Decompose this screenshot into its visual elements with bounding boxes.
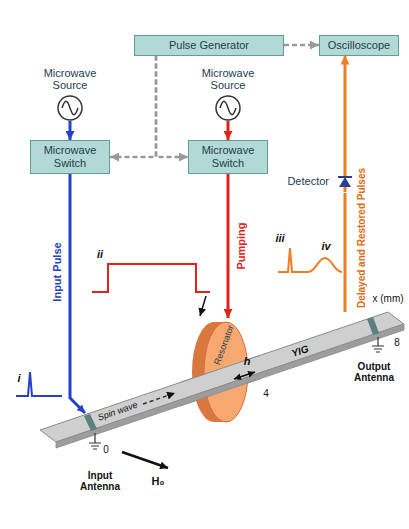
field-arrow	[122, 452, 168, 468]
microwave-line	[69, 121, 72, 140]
node-label: Microwave Switch	[197, 144, 259, 169]
resonator-drawing	[180, 318, 260, 428]
axis-tick: 8	[394, 337, 400, 348]
signal-label: Delayed and Restored Pulses	[356, 168, 367, 308]
output-line	[344, 193, 347, 312]
antenna-label: Input Antenna	[74, 470, 126, 492]
detector-diode: Detector	[335, 172, 355, 192]
axis-tick: 0	[103, 444, 109, 455]
oscilloscope-box: Oscilloscope	[319, 35, 399, 56]
pulse-generator-box: Pulse Generator	[134, 35, 284, 56]
output-pulse-trace	[278, 248, 342, 272]
trigger-arrow	[156, 56, 188, 158]
node-label: Pulse Generator	[169, 39, 249, 52]
source-symbol	[215, 95, 241, 121]
edge-label: Pumping	[235, 222, 247, 269]
trigger-arrow	[284, 44, 319, 47]
field-label: h	[244, 355, 251, 367]
field-label: H₀	[152, 475, 165, 487]
node-label: Microwave Switch	[39, 144, 101, 169]
yig-strip-side	[56, 324, 404, 448]
trace-label: iii	[275, 232, 284, 244]
ground-symbol	[89, 433, 101, 449]
node-label: Microwave Source	[190, 67, 266, 92]
signal-arrow	[344, 56, 347, 173]
pointer-arrow	[200, 296, 206, 316]
input-pulse-line	[70, 172, 85, 413]
source-symbol	[57, 95, 83, 121]
node-label: Detector	[287, 175, 329, 188]
diode-symbol	[335, 172, 355, 192]
pumping-pulse-trace	[92, 264, 210, 292]
signal-label: Input Pulse	[51, 242, 63, 301]
yig-strip	[40, 312, 404, 442]
pumping-arrow	[227, 174, 230, 318]
input-antenna	[84, 414, 97, 431]
microwave-source: Microwave Source	[215, 95, 241, 121]
trace-label: ii	[97, 248, 103, 260]
trace-label: i	[17, 372, 20, 384]
axis-tick: 4	[263, 388, 269, 399]
microwave-source: Microwave Source	[57, 95, 83, 121]
microwave-line	[227, 121, 230, 140]
node-label: Microwave Source	[32, 67, 108, 92]
input-pulse-trace	[16, 372, 62, 396]
trace-label: iv	[321, 240, 330, 252]
node-label: Oscilloscope	[328, 39, 390, 52]
output-antenna	[367, 317, 379, 335]
material-label: YIG	[290, 343, 310, 359]
microwave-switch-box: Microwave Switch	[30, 140, 110, 174]
trigger-arrow	[110, 56, 156, 158]
spin-wave-arrow	[143, 393, 175, 404]
antenna-label: Output Antenna	[348, 361, 400, 383]
resonator-disk: Resonator	[180, 318, 260, 428]
axis-label: x (mm)	[372, 293, 403, 304]
ground-symbol	[372, 337, 384, 352]
microwave-switch-box: Microwave Switch	[188, 140, 268, 174]
wave-label: Spin wave	[97, 401, 139, 424]
